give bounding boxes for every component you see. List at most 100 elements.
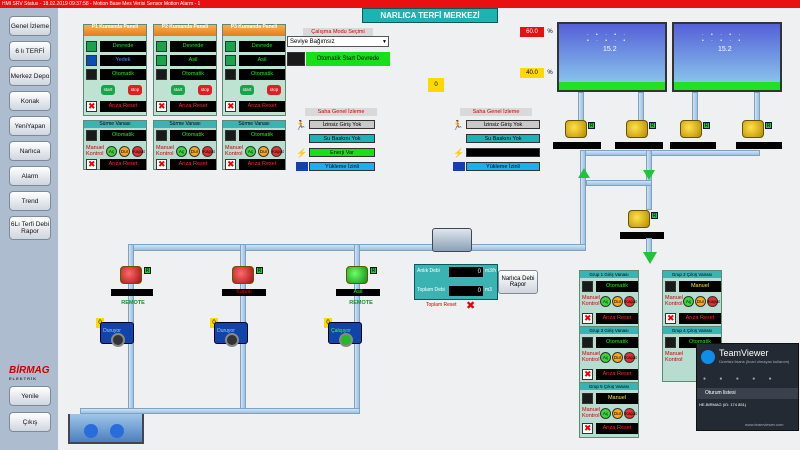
role-display: Asil bbox=[239, 55, 285, 66]
fault-reset-display[interactable]: Arıza Reset bbox=[679, 313, 721, 324]
nav-6li-terfi[interactable]: 6 lı TERFİ bbox=[9, 41, 51, 61]
instant-flow-value: 0 bbox=[449, 267, 483, 277]
open-button[interactable]: Aç bbox=[106, 146, 117, 157]
valve-icon[interactable] bbox=[628, 210, 650, 228]
close-icon[interactable] bbox=[225, 159, 236, 170]
start-button[interactable]: start bbox=[171, 85, 185, 95]
pipe bbox=[692, 92, 698, 122]
water-level bbox=[559, 82, 665, 90]
panel-title: P2 Kumanda Paneli bbox=[154, 24, 216, 36]
energy-status: Enerji Var bbox=[309, 148, 375, 157]
close-icon[interactable] bbox=[86, 159, 97, 170]
pump-1[interactable] bbox=[100, 322, 134, 347]
stop-button[interactable]: Dur bbox=[612, 296, 623, 307]
stop-button[interactable]: Dur bbox=[695, 296, 706, 307]
refresh-button[interactable]: Yenile bbox=[9, 386, 51, 406]
tank-level: 15.2 bbox=[603, 46, 617, 53]
valve-icon[interactable] bbox=[232, 266, 254, 284]
tank-level: 15.2 bbox=[718, 46, 732, 53]
close-icon[interactable] bbox=[582, 313, 593, 324]
nav-merkez-depo[interactable]: Merkez Depo bbox=[9, 66, 51, 86]
nav-narlica[interactable]: Narlıca bbox=[9, 141, 51, 161]
open-button[interactable]: Aç bbox=[683, 296, 694, 307]
panel-title: P3 Kumanda Paneli bbox=[223, 24, 285, 36]
fault-reset-display[interactable]: Arıza Reset bbox=[239, 101, 285, 112]
valve-icon[interactable] bbox=[626, 120, 648, 138]
close-button[interactable]: Kapat bbox=[624, 296, 637, 307]
close-button[interactable]: Kapat bbox=[132, 146, 145, 157]
valve-icon[interactable] bbox=[346, 266, 368, 284]
fault-reset-display[interactable]: Arıza Reset bbox=[239, 159, 285, 170]
flow-panel: Anlık Debi 0 m3/h Toplam Debi 0 m3 bbox=[414, 264, 498, 300]
valve-status-bar bbox=[111, 289, 153, 296]
close-button[interactable]: Kapat bbox=[707, 296, 720, 307]
manual-label: Manuel Kontrol bbox=[225, 145, 244, 157]
stop-button[interactable]: stop bbox=[128, 85, 142, 95]
valve-icon[interactable] bbox=[742, 120, 764, 138]
start-button[interactable]: start bbox=[101, 85, 115, 95]
nav-alarm[interactable]: Alarm bbox=[9, 166, 51, 186]
fault-reset-display[interactable]: Arıza Reset bbox=[596, 423, 638, 434]
pump-3[interactable] bbox=[328, 322, 362, 347]
auto-start-status[interactable]: Otomatik Start Devrede bbox=[306, 52, 390, 66]
close-button[interactable]: Kapat bbox=[271, 146, 284, 157]
site-right-panel: 🏃 İzinsiz Giriş Yok Su Baskını Yok ⚡ Yük… bbox=[452, 118, 542, 178]
mode-select[interactable]: Seviye Bağımsız ▼ bbox=[287, 36, 389, 47]
open-button[interactable]: Aç bbox=[600, 352, 611, 363]
mode-title: Çalışma Modu Seçimi bbox=[303, 28, 373, 36]
nav-trend[interactable]: Trend bbox=[9, 191, 51, 211]
nav-debi-rapor[interactable]: 6Lı Terfi Debi Rapor bbox=[9, 216, 51, 240]
mode-icon bbox=[582, 393, 593, 404]
nav-yeniyapan[interactable]: YeniYapan bbox=[9, 116, 51, 136]
fault-reset-display[interactable]: Arıza Reset bbox=[100, 101, 146, 112]
start-button[interactable]: start bbox=[240, 85, 254, 95]
valve-icon[interactable] bbox=[565, 120, 587, 138]
close-icon[interactable] bbox=[582, 423, 593, 434]
close-icon[interactable] bbox=[225, 101, 236, 112]
open-button[interactable]: Aç bbox=[600, 296, 611, 307]
close-icon[interactable] bbox=[582, 369, 593, 380]
close-button[interactable]: Kapat bbox=[624, 352, 637, 363]
total-reset-label: Toplam Reset bbox=[426, 302, 457, 308]
fault-reset-display[interactable]: Arıza Reset bbox=[170, 159, 216, 170]
pump-panel-1: P1 Kumanda Paneli Devrede Yedek Otomatik… bbox=[83, 24, 147, 116]
close-button[interactable]: Kapat bbox=[202, 146, 215, 157]
mode-display: Otomatik bbox=[239, 69, 285, 80]
nav-genel-izleme[interactable]: Genel İzleme bbox=[9, 16, 51, 36]
teamviewer-session-item[interactable]: HE-BIRMAG (ID: 174 851) bbox=[699, 402, 747, 407]
lightning-icon: ⚡ bbox=[296, 148, 308, 158]
reset-x-icon[interactable]: ✖ bbox=[466, 300, 476, 312]
pump-3-role: Asil bbox=[336, 289, 380, 296]
mode-display: Otomatik bbox=[100, 130, 146, 141]
remote-tag: R bbox=[588, 122, 595, 129]
stop-button[interactable]: Dur bbox=[612, 352, 623, 363]
panel-title: Grup 1 Giriş Vanası bbox=[580, 271, 638, 278]
instant-flow-label: Anlık Debi bbox=[417, 268, 440, 274]
teamviewer-toolbar[interactable]: ● ● ● ● ● bbox=[703, 376, 778, 382]
close-icon[interactable] bbox=[156, 101, 167, 112]
pump-2[interactable] bbox=[214, 322, 248, 347]
stop-button[interactable]: Dur bbox=[189, 146, 200, 157]
stop-button[interactable]: Dur bbox=[119, 146, 130, 157]
open-button[interactable]: Aç bbox=[600, 408, 611, 419]
open-button[interactable]: Aç bbox=[176, 146, 187, 157]
nav-konak[interactable]: Konak bbox=[9, 91, 51, 111]
fault-reset-display[interactable]: Arıza Reset bbox=[596, 369, 638, 380]
valve-icon[interactable] bbox=[120, 266, 142, 284]
stop-button[interactable]: stop bbox=[267, 85, 281, 95]
open-button[interactable]: Aç bbox=[245, 146, 256, 157]
stop-button[interactable]: Dur bbox=[258, 146, 269, 157]
close-button[interactable]: Kapat bbox=[624, 408, 637, 419]
valve-icon[interactable] bbox=[680, 120, 702, 138]
close-icon[interactable] bbox=[86, 101, 97, 112]
fault-reset-display[interactable]: Arıza Reset bbox=[100, 159, 146, 170]
flow-report-button[interactable]: Narlıca Debi Rapor bbox=[498, 270, 538, 294]
exit-button[interactable]: Çıkış bbox=[9, 412, 51, 432]
fault-reset-display[interactable]: Arıza Reset bbox=[170, 101, 216, 112]
close-icon[interactable] bbox=[156, 159, 167, 170]
teamviewer-session-list[interactable]: Oturum listesi bbox=[697, 388, 798, 399]
stop-button[interactable]: Dur bbox=[612, 408, 623, 419]
close-icon[interactable] bbox=[665, 313, 676, 324]
fault-reset-display[interactable]: Arıza Reset bbox=[596, 313, 638, 324]
stop-button[interactable]: stop bbox=[198, 85, 212, 95]
